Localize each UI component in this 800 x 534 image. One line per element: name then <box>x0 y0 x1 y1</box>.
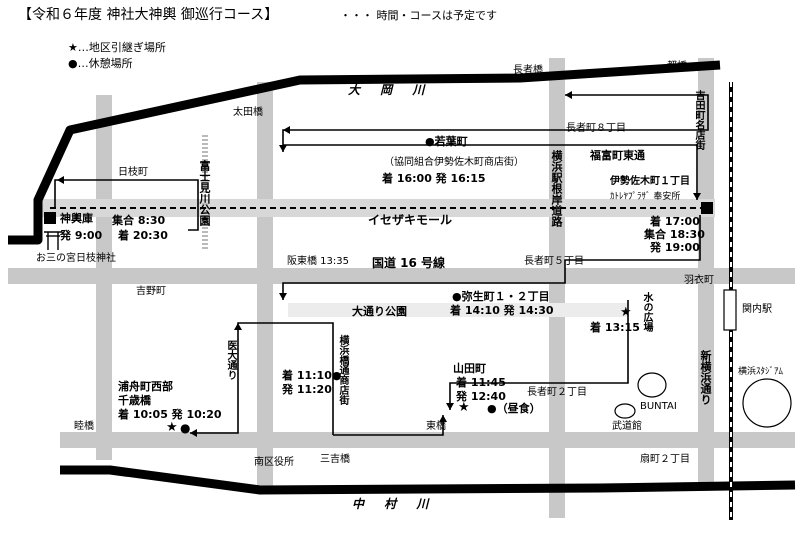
place-hanto-bashi: 阪東橋 13:35 <box>287 256 349 267</box>
place-choja-5: 長者町５丁目 <box>524 256 584 267</box>
stop-mizu-hiroba-time: 着 13:15 <box>590 321 640 334</box>
stop-isezakicho-1-name: 伊勢佐木町１丁目 <box>610 176 690 187</box>
place-ota-bashi: 太田橋 <box>233 107 263 118</box>
stop-shugo-start-2: 着 20:30 <box>118 229 168 242</box>
place-yokohama-stadium: 横浜ｽﾀｼﾞｱﾑ <box>738 367 784 377</box>
schedule-note: ・・・ 時間・コースは予定です <box>340 9 497 22</box>
place-choja-2: 長者町２丁目 <box>527 387 587 398</box>
place-budokan: 武道館 <box>612 421 642 432</box>
star-mizu-hiroba: ★ <box>620 305 632 320</box>
place-buntai: BUNTAI <box>640 401 677 412</box>
route-segment-2 <box>282 94 709 152</box>
dot-urafune: ● <box>180 421 191 435</box>
nakamura-river <box>60 465 796 495</box>
place-miyako-bashi: 都橋 <box>667 61 687 72</box>
road-yokohamabashi: 横浜橋通商店街 <box>337 335 348 405</box>
stop-hoanjo-gather: 集合 18:30 <box>644 228 705 241</box>
stop-mikoshi-ko-depart: 発 9:00 <box>60 229 103 242</box>
hoanjo-marker <box>701 202 713 214</box>
stop-yokohamabashi-depart: 発 11:20 <box>282 383 332 396</box>
road-yoshida-meitengai: 吉田町名店街 <box>693 90 704 150</box>
river-label-nakamura: 中 村 川 <box>352 497 437 511</box>
stop-yayoi-cho-time: 着 14:10 発 14:30 <box>450 304 554 317</box>
place-kannai-eki: 関内駅 <box>742 304 772 315</box>
yokohama-stadium-circle <box>742 378 792 428</box>
place-shrine: お三の宮日枝神社 <box>36 253 116 264</box>
buntai-shape <box>637 372 667 398</box>
torii-icon <box>44 231 62 250</box>
place-ogi-cho-2: 扇町２丁目 <box>640 454 690 465</box>
roads <box>8 58 795 518</box>
road-shin-yokohama: 新横浜通り <box>699 350 712 405</box>
odori-park-area <box>288 303 628 317</box>
place-yoshino-cho: 吉野町 <box>136 286 166 297</box>
stop-isezakicho-1-sub: ｶﾄﾚﾔﾌﾟﾗｻﾞ 奉安所 <box>610 192 681 202</box>
road-route16: 国道 16 号線 <box>372 256 446 270</box>
stop-yamada-cho-arrive: 着 11:45 <box>456 376 506 389</box>
route <box>54 94 709 436</box>
road-yokohama-negishi: 横浜駅根岸道路 <box>550 150 563 227</box>
place-hie-cho: 日枝町 <box>118 167 148 178</box>
page-title: 【令和６年度 神社大神輿 御巡行コース】 <box>18 7 279 23</box>
stop-wakaba-cho-time: 着 16:00 発 16:15 <box>382 172 486 185</box>
route-segment-5 <box>449 300 629 410</box>
star-urafune: ★ <box>166 420 178 435</box>
road-idai-dori: 医大通り <box>225 340 236 380</box>
road-isezaki-mall: イセザキモール <box>368 213 453 227</box>
place-mutsumi-bashi: 睦橋 <box>74 421 94 432</box>
route-segment-1 <box>54 179 199 231</box>
stop-wakaba-cho-assoc: （協同組合伊勢佐木町商店街） <box>384 157 524 168</box>
stop-shugo-start-1: 集合 8:30 <box>112 214 166 227</box>
stop-wakaba-cho-name: ●若葉町 <box>425 135 468 148</box>
stop-yamada-cho-lunch: ●（昼食） <box>487 402 541 415</box>
place-higashi-bashi: 東橋 <box>426 421 446 432</box>
route-segment-4 <box>282 215 701 300</box>
route-arrows <box>57 91 701 437</box>
place-choja-8: 長者町８丁目 <box>566 123 626 134</box>
stop-hoanjo-depart: 発 19:00 <box>650 241 700 254</box>
budokan-shape <box>614 403 636 419</box>
stop-hoanjo-arrive: 着 17:00 <box>650 215 700 228</box>
stop-yokohamabashi-arrive: 着 11:10● <box>282 369 342 382</box>
place-hagoromo-cho: 羽衣町 <box>684 275 714 286</box>
route-segment-3 <box>283 144 698 200</box>
kannai-station-box <box>723 289 737 331</box>
road-mizu-no-hiroba: 水の広場 <box>641 292 652 332</box>
stop-yamada-cho-depart: 発 12:40 <box>456 390 506 403</box>
road-fukutomicho-dori: 福富町東通 <box>590 149 645 162</box>
star-yamada: ★ <box>458 400 470 415</box>
stop-yamada-cho-name: 山田町 <box>453 362 486 375</box>
stop-urafune-time: 着 10:05 発 10:20 <box>118 408 222 421</box>
rivers <box>8 60 796 495</box>
stop-urafune-1: 浦舟町西部 <box>118 380 173 393</box>
legend-star: ★…地区引継ぎ場所 <box>68 41 166 54</box>
place-choja-bashi: 長者橋 <box>513 65 543 76</box>
road-fujimigawa-park: 富士見川公園 <box>198 160 211 226</box>
stop-urafune-2: 千歳橋 <box>118 394 151 407</box>
place-minami-kuyakusho: 南区役所 <box>254 457 294 468</box>
stop-mikoshi-ko-name: 神輿庫 <box>60 212 93 225</box>
road-odori-park: 大通り公園 <box>352 305 407 318</box>
river-label-ooka: 大 岡 川 <box>348 83 433 97</box>
stop-yayoi-cho-name: ●弥生町１・２丁目 <box>452 290 550 303</box>
mikoshi-ko-marker <box>44 212 56 224</box>
legend-dot: ●…休憩場所 <box>68 57 133 70</box>
place-miyoshi-bashi: 三吉橋 <box>320 454 350 465</box>
